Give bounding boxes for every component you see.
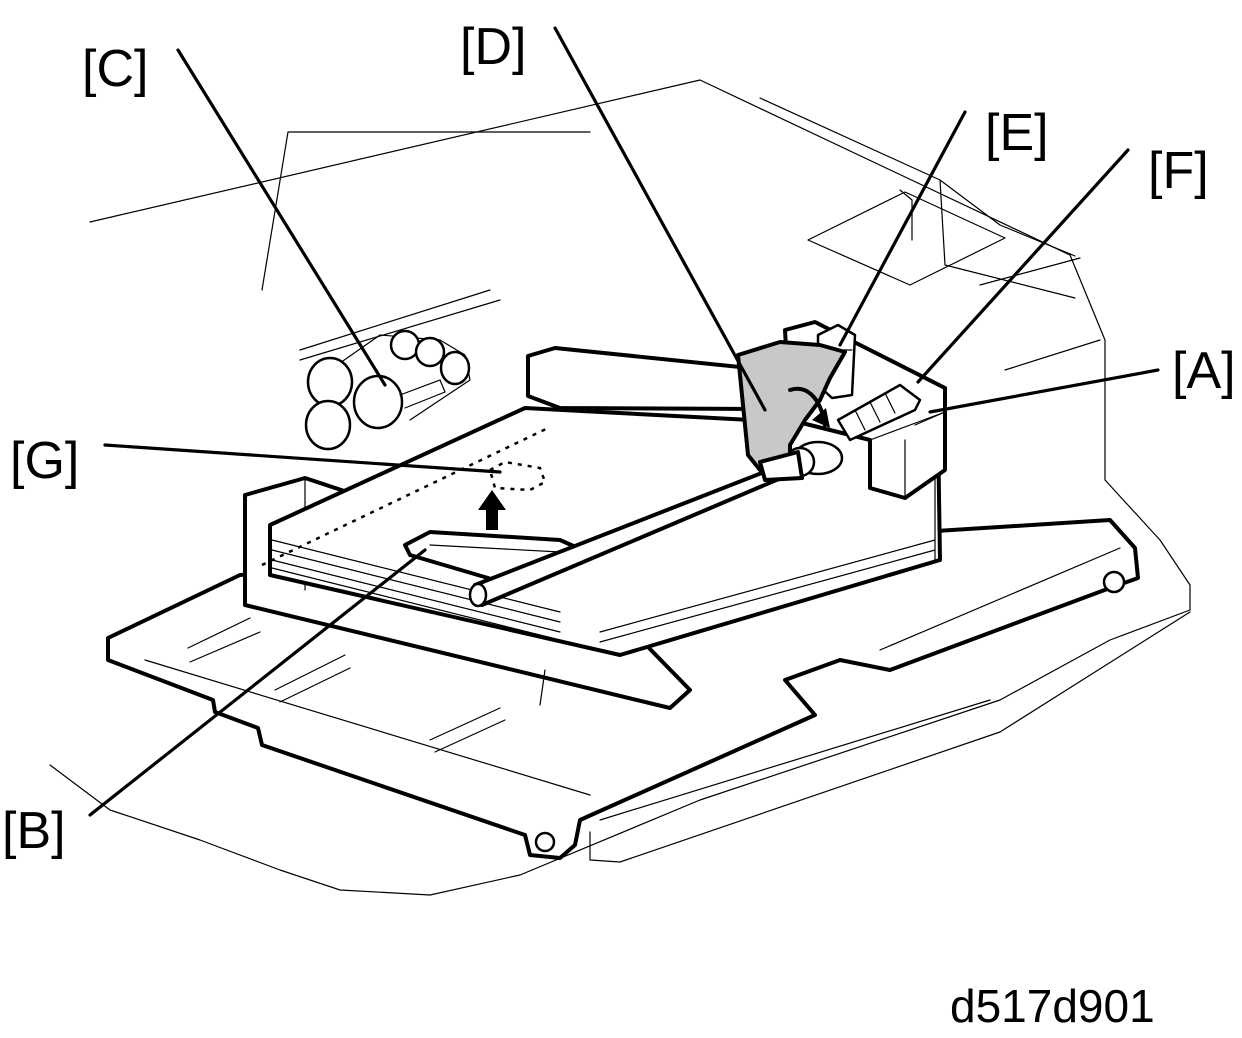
figure-id: d517d901 [950, 980, 1155, 1032]
leader-c [176, 48, 387, 387]
leader-f [916, 148, 1130, 384]
leader-lines [88, 26, 1160, 817]
callout-label-g: [G] [10, 432, 79, 490]
callout-label-d: [D] [460, 18, 526, 76]
leader-e [838, 110, 967, 347]
leader-b [88, 548, 427, 817]
leader-a [928, 368, 1160, 414]
callout-label-f: [F] [1148, 142, 1209, 200]
lift-gear-sector [736, 340, 847, 482]
lift-arrow [478, 490, 506, 530]
callout-label-a: [A] [1172, 342, 1236, 400]
callout-label-c: [C] [82, 40, 148, 98]
leader-g [103, 443, 502, 474]
leader-d [553, 26, 767, 412]
paper-position-dotted-lines [261, 426, 549, 567]
feed-roller-assembly [304, 329, 471, 451]
callout-label-b: [B] [2, 802, 66, 860]
machine-body-outline [49, 79, 1191, 896]
callout-label-e: [E] [985, 104, 1049, 162]
